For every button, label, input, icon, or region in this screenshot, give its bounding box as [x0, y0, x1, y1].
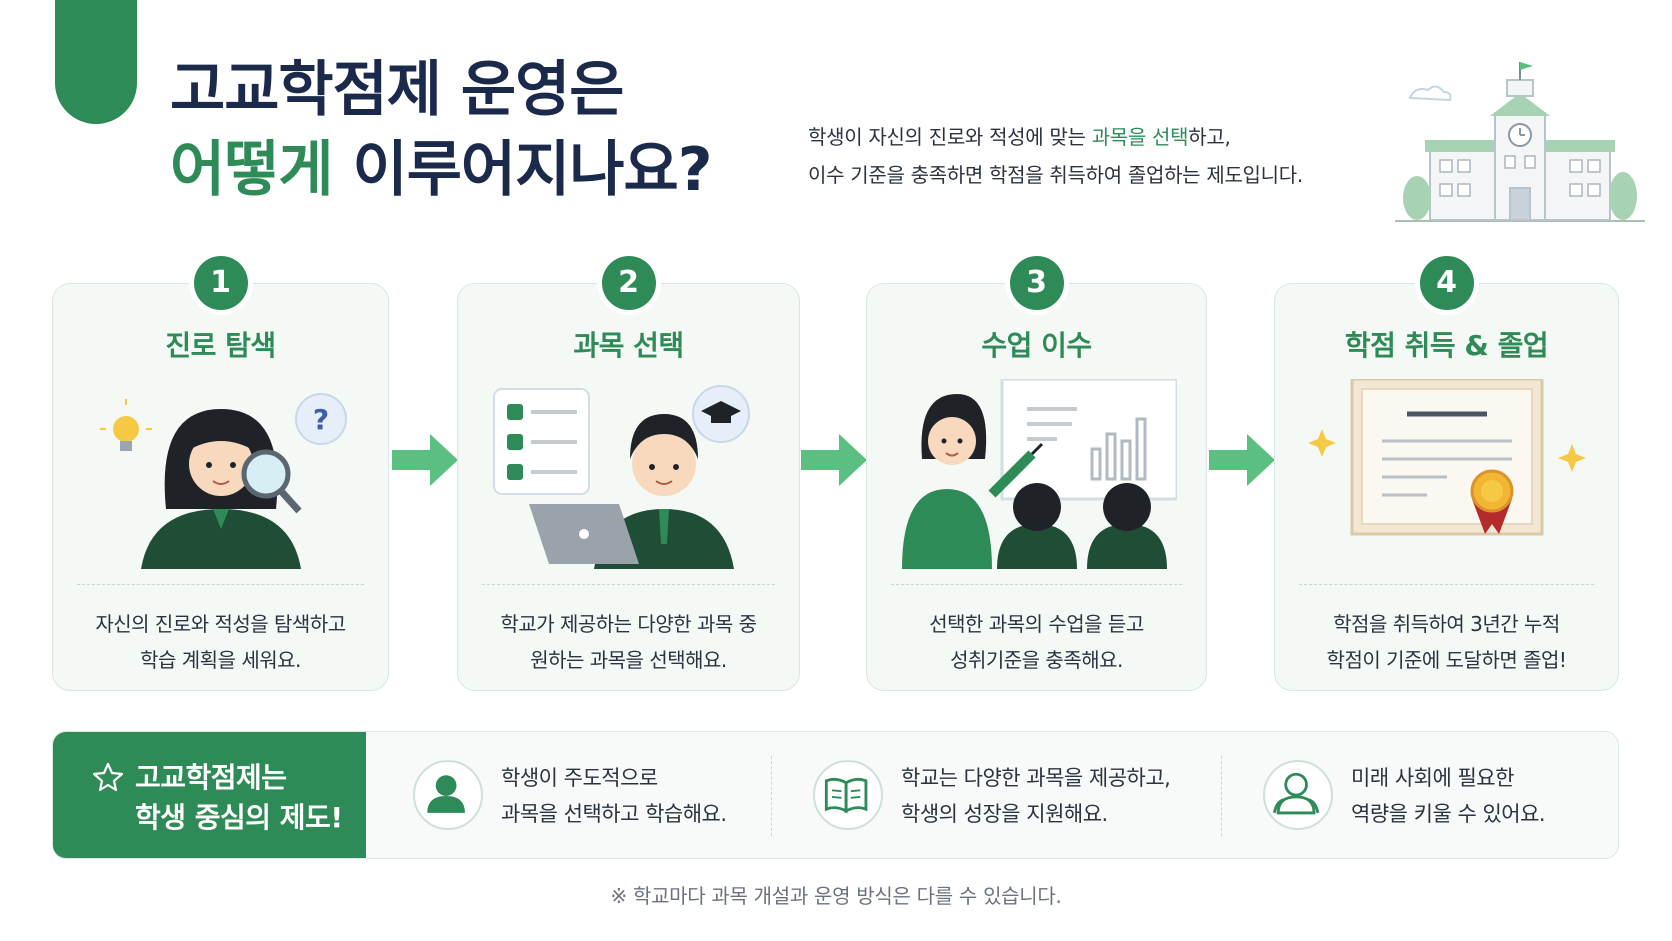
step-title: 진로 탐색 [165, 329, 276, 362]
step-desc-line-1: 학점을 취득하여 3년간 누적 [1333, 612, 1560, 636]
step-separator [77, 584, 364, 585]
feature-divider [771, 756, 772, 836]
step-desc-line-2: 성취기준을 충족해요. [950, 648, 1123, 672]
feature-divider [1221, 756, 1222, 836]
step-desc-line-1: 선택한 과목의 수업을 듣고 [929, 612, 1144, 636]
svg-text:?: ? [312, 403, 328, 436]
banner-heading-text: 고교학점제는 학생 중심의 제도! [135, 758, 343, 838]
step-desc-line-2: 원하는 과목을 선택해요. [530, 648, 727, 672]
intro-line-1: 학생이 자신의 진로와 적성에 맞는 과목을 선택하고, [808, 118, 1303, 156]
feature-2-line-2: 학생의 성장을 지원해요. [901, 802, 1108, 826]
step-title: 학점 취득 & 졸업 [1344, 329, 1549, 362]
step-card-2: 2 과목 선택 학교가 제공하는 다양한 과목 중 원하는 과목을 선택해요. [457, 256, 800, 691]
feature-text-1: 학생이 주도적으로 과목을 선택하고 학습해요. [501, 760, 727, 832]
intro-line-1-post: 하고, [1188, 125, 1231, 149]
step-desc-line-1: 학교가 제공하는 다양한 과목 중 [500, 612, 757, 636]
intro-line-2: 이수 기준을 충족하면 학점을 취득하여 졸업하는 제도입니다. [808, 163, 1303, 187]
step-description: 자신의 진로와 적성을 탐색하고 학습 계획을 세워요. [63, 606, 378, 678]
title-accent: 어떻게 [170, 135, 334, 205]
title-line-1: 고교학점제 운영은 [170, 55, 624, 125]
arrow-right-icon [801, 434, 867, 486]
intro-text: 학생이 자신의 진로와 적성에 맞는 과목을 선택하고, 이수 기준을 충족하면… [808, 118, 1303, 194]
step-number-badge: 1 [193, 256, 248, 310]
step-description: 선택한 과목의 수업을 듣고 성취기준을 충족해요. [877, 606, 1196, 678]
feature-2-line-1: 학교는 다양한 과목을 제공하고, [901, 766, 1171, 790]
step-card-3: 3 수업 이수 선택한 과목의 수업을 듣고 성취기준을 충족해요. [866, 256, 1207, 691]
step-description: 학점을 취득하여 3년간 누적 학점이 기준에 도달하면 졸업! [1285, 606, 1608, 678]
feature-3-line-1: 미래 사회에 필요한 [1351, 766, 1514, 790]
step-card-4: 4 학점 취득 & 졸업 학점을 취득하여 3년간 누적 학점이 기준에 도달하… [1274, 256, 1619, 691]
people-icon [1263, 760, 1333, 830]
intro-highlight: 과목을 선택 [1091, 125, 1189, 149]
feature-text-2: 학교는 다양한 과목을 제공하고, 학생의 성장을 지원해요. [901, 760, 1171, 832]
step-title: 수업 이수 [981, 329, 1092, 362]
banner-heading-line-2: 학생 중심의 제도! [135, 801, 343, 834]
title-line-2: 어떻게 이루어지나요? [170, 130, 713, 210]
title-rest: 이루어지나요? [332, 135, 712, 205]
step-number-badge: 2 [601, 256, 656, 310]
banner-heading: 고교학점제는 학생 중심의 제도! [53, 732, 366, 858]
step-title: 과목 선택 [573, 329, 684, 362]
student-magnifier-icon: ? [99, 393, 347, 569]
teacher-classroom-icon [901, 379, 1177, 569]
step-separator [891, 584, 1182, 585]
arrow-right-icon [1209, 434, 1275, 486]
feature-1-line-1: 학생이 주도적으로 [501, 766, 658, 790]
intro-line-1-pre: 학생이 자신의 진로와 적성에 맞는 [808, 125, 1092, 149]
student-icon [413, 760, 483, 830]
step-desc-line-1: 자신의 진로와 적성을 탐색하고 [95, 612, 346, 636]
book-icon [813, 760, 883, 830]
step-card-1: 1 진로 탐색 ? 자신의 진로와 적성을 탐색하고 학습 계획을 세워요. [52, 256, 389, 691]
step-desc-line-2: 학점이 기준에 도달하면 졸업! [1326, 648, 1567, 672]
feature-3-line-2: 역량을 키울 수 있어요. [1351, 802, 1546, 826]
step-number-badge: 4 [1419, 256, 1474, 310]
step-description: 학교가 제공하는 다양한 과목 중 원하는 과목을 선택해요. [468, 606, 789, 678]
corner-tab-decoration [55, 0, 137, 124]
feature-1-line-2: 과목을 선택하고 학습해요. [501, 802, 727, 826]
step-number-badge: 3 [1009, 256, 1064, 310]
page-title: 고교학점제 운영은 어떻게 이루어지나요? [170, 50, 713, 210]
footnote: ※ 학교마다 과목 개설과 운영 방식은 다를 수 있습니다. [610, 884, 1062, 908]
star-outline-icon [93, 762, 123, 792]
school-building-icon [1395, 62, 1645, 222]
banner-heading-line-1: 고교학점제는 [135, 761, 287, 794]
summary-banner: 고교학점제는 학생 중심의 제도! 학생이 주도적으로 과목을 선택하고 학습해… [52, 731, 1619, 859]
student-laptop-icon [492, 385, 750, 569]
step-separator [1299, 584, 1594, 585]
certificate-icon [1307, 379, 1586, 536]
step-separator [482, 584, 775, 585]
feature-text-3: 미래 사회에 필요한 역량을 키울 수 있어요. [1351, 760, 1546, 832]
step-desc-line-2: 학습 계획을 세워요. [140, 648, 301, 672]
arrow-right-icon [392, 434, 458, 486]
